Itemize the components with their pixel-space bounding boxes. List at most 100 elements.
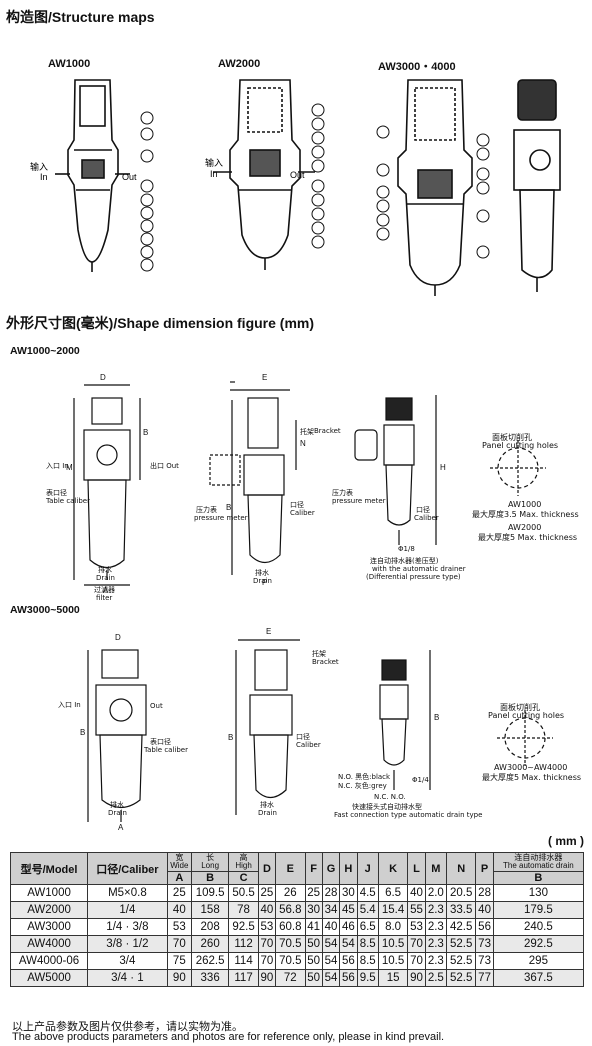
table-cell: 292.5 [492,935,585,953]
table-cell: 109.5 [190,884,230,902]
table-cell: 208 [190,918,230,936]
auto-drain-cn: 连自动排水器(差压型) [370,557,439,565]
quick-drain-en: Fast connection type automatic drain typ… [334,811,483,819]
footer-cn: 以上产品参数及图片仅供参考，请以实物为准。 [12,1021,243,1033]
table-cell: 70 [166,935,192,953]
col-auto-drain-letter: B [492,871,585,885]
table-cell: 10.5 [377,935,409,953]
table-cell: 4.5 [356,884,379,902]
bracket-cn: 托架 [300,428,314,436]
svg-text:输入: 输入 [205,157,223,168]
table-cell: 54 [321,969,341,987]
svg-text:D: D [115,633,121,642]
table-cell: AW4000-06 [9,952,89,970]
table-cell: 56 [475,918,494,936]
table-cell: AW2000 [9,901,89,919]
table-caliber-cn: 表口径 [46,489,67,497]
table-cell: 54 [321,935,341,953]
panel-cn-1: 面板切削孔 [492,433,532,442]
footer-en: The above products parameters and photos… [12,1031,445,1043]
model-label-aw3000-4000: AW3000・4000 [378,61,456,73]
table-cell: 336 [190,969,230,987]
table-cell: 28 [321,884,341,902]
col-e: E [275,852,306,885]
table-cell: 15 [377,969,409,987]
svg-text:Out: Out [290,170,305,180]
col-g: G [321,852,341,885]
phi-1-4: Φ1/4 [412,776,429,784]
drain-en: Drain [96,574,115,582]
table-cell: 40 [407,884,426,902]
table-cell: 260 [190,935,230,953]
bracket-en: Bracket [314,427,341,435]
table-cell: 25 [166,884,192,902]
table-cell: 20.5 [445,884,477,902]
table-cell: 77 [475,969,494,987]
range-heading-1: AW1000~2000 [10,345,80,357]
aw3000-thickness: 最大厚度5 Max. thickness [482,773,582,782]
table-cell: 54 [321,952,341,970]
table-cell: 2.3 [424,935,448,953]
nc-grey-label: N.C. 灰色:grey [338,782,387,790]
table-cell: 262.5 [190,952,230,970]
table-cell: 70.5 [275,952,306,970]
table-cell: AW4000 [9,935,89,953]
table-cell: 73 [475,935,494,953]
table-cell: 46 [339,918,358,936]
table-cell: 90 [407,969,426,987]
svg-text:In: In [40,172,48,182]
quick-drain-cn: 快速接头式自动排水型 [352,803,422,811]
table-cell: 30 [304,901,323,919]
svg-text:B: B [143,428,148,437]
drain-en-4: Drain [258,809,277,817]
table-cell: 295 [492,952,585,970]
table-cell: 2.5 [424,969,448,987]
table-cell: 112 [228,935,259,953]
table-cell: 2.3 [424,918,448,936]
svg-text:B: B [228,733,233,742]
panel-cn-2: 面板切削孔 [500,703,540,712]
aw2000-thickness-model: AW2000 [508,523,542,532]
table-cell: 6.5 [356,918,379,936]
panel-en-1: Panel cutting holes [482,441,559,450]
aw1000-thickness: 最大厚度3.5 Max. thickness [472,510,579,519]
table-cell: 90 [166,969,192,987]
table-cell: 40 [475,901,494,919]
dimension-drawings: DMB AEN BPH DBA EBB [66,373,553,832]
drain-cn-3: 排水 [110,801,124,809]
table-cell: 55 [407,901,426,919]
in-port-label-2: 入口 In [58,701,81,709]
pressure-en-2: pressure meter [332,497,386,505]
drain-en-2: Drain [253,577,272,585]
table-cell: AW3000 [9,918,89,936]
bracket-en-2: Bracket [312,658,339,666]
table-cell: 25 [257,884,277,902]
table-cell: 2.3 [424,901,448,919]
table-cell: 1/4 · 3/8 [87,918,168,936]
caliber-en-2: Caliber [414,514,439,522]
model-label-aw2000: AW2000 [218,58,261,70]
svg-text:M: M [66,463,73,472]
table-cell: 10.5 [377,952,409,970]
table-cell: 40 [321,918,341,936]
col-d: D [257,852,277,885]
table-cell: 34 [321,901,341,919]
table-cell: 52.5 [445,969,477,987]
pressure-en: pressure meter [194,514,248,522]
table-cell: 40 [166,901,192,919]
table-cell: 60.8 [275,918,306,936]
col-f: F [304,852,323,885]
svg-text:P: P [262,578,267,587]
table-caliber-en: Table caliber [46,497,90,505]
out-port-label: 出口 Out [150,462,179,470]
table-cell: 2.0 [424,884,448,902]
svg-text:H: H [440,463,446,472]
table-cell: 8.5 [356,952,379,970]
table-cell: 70 [257,935,277,953]
